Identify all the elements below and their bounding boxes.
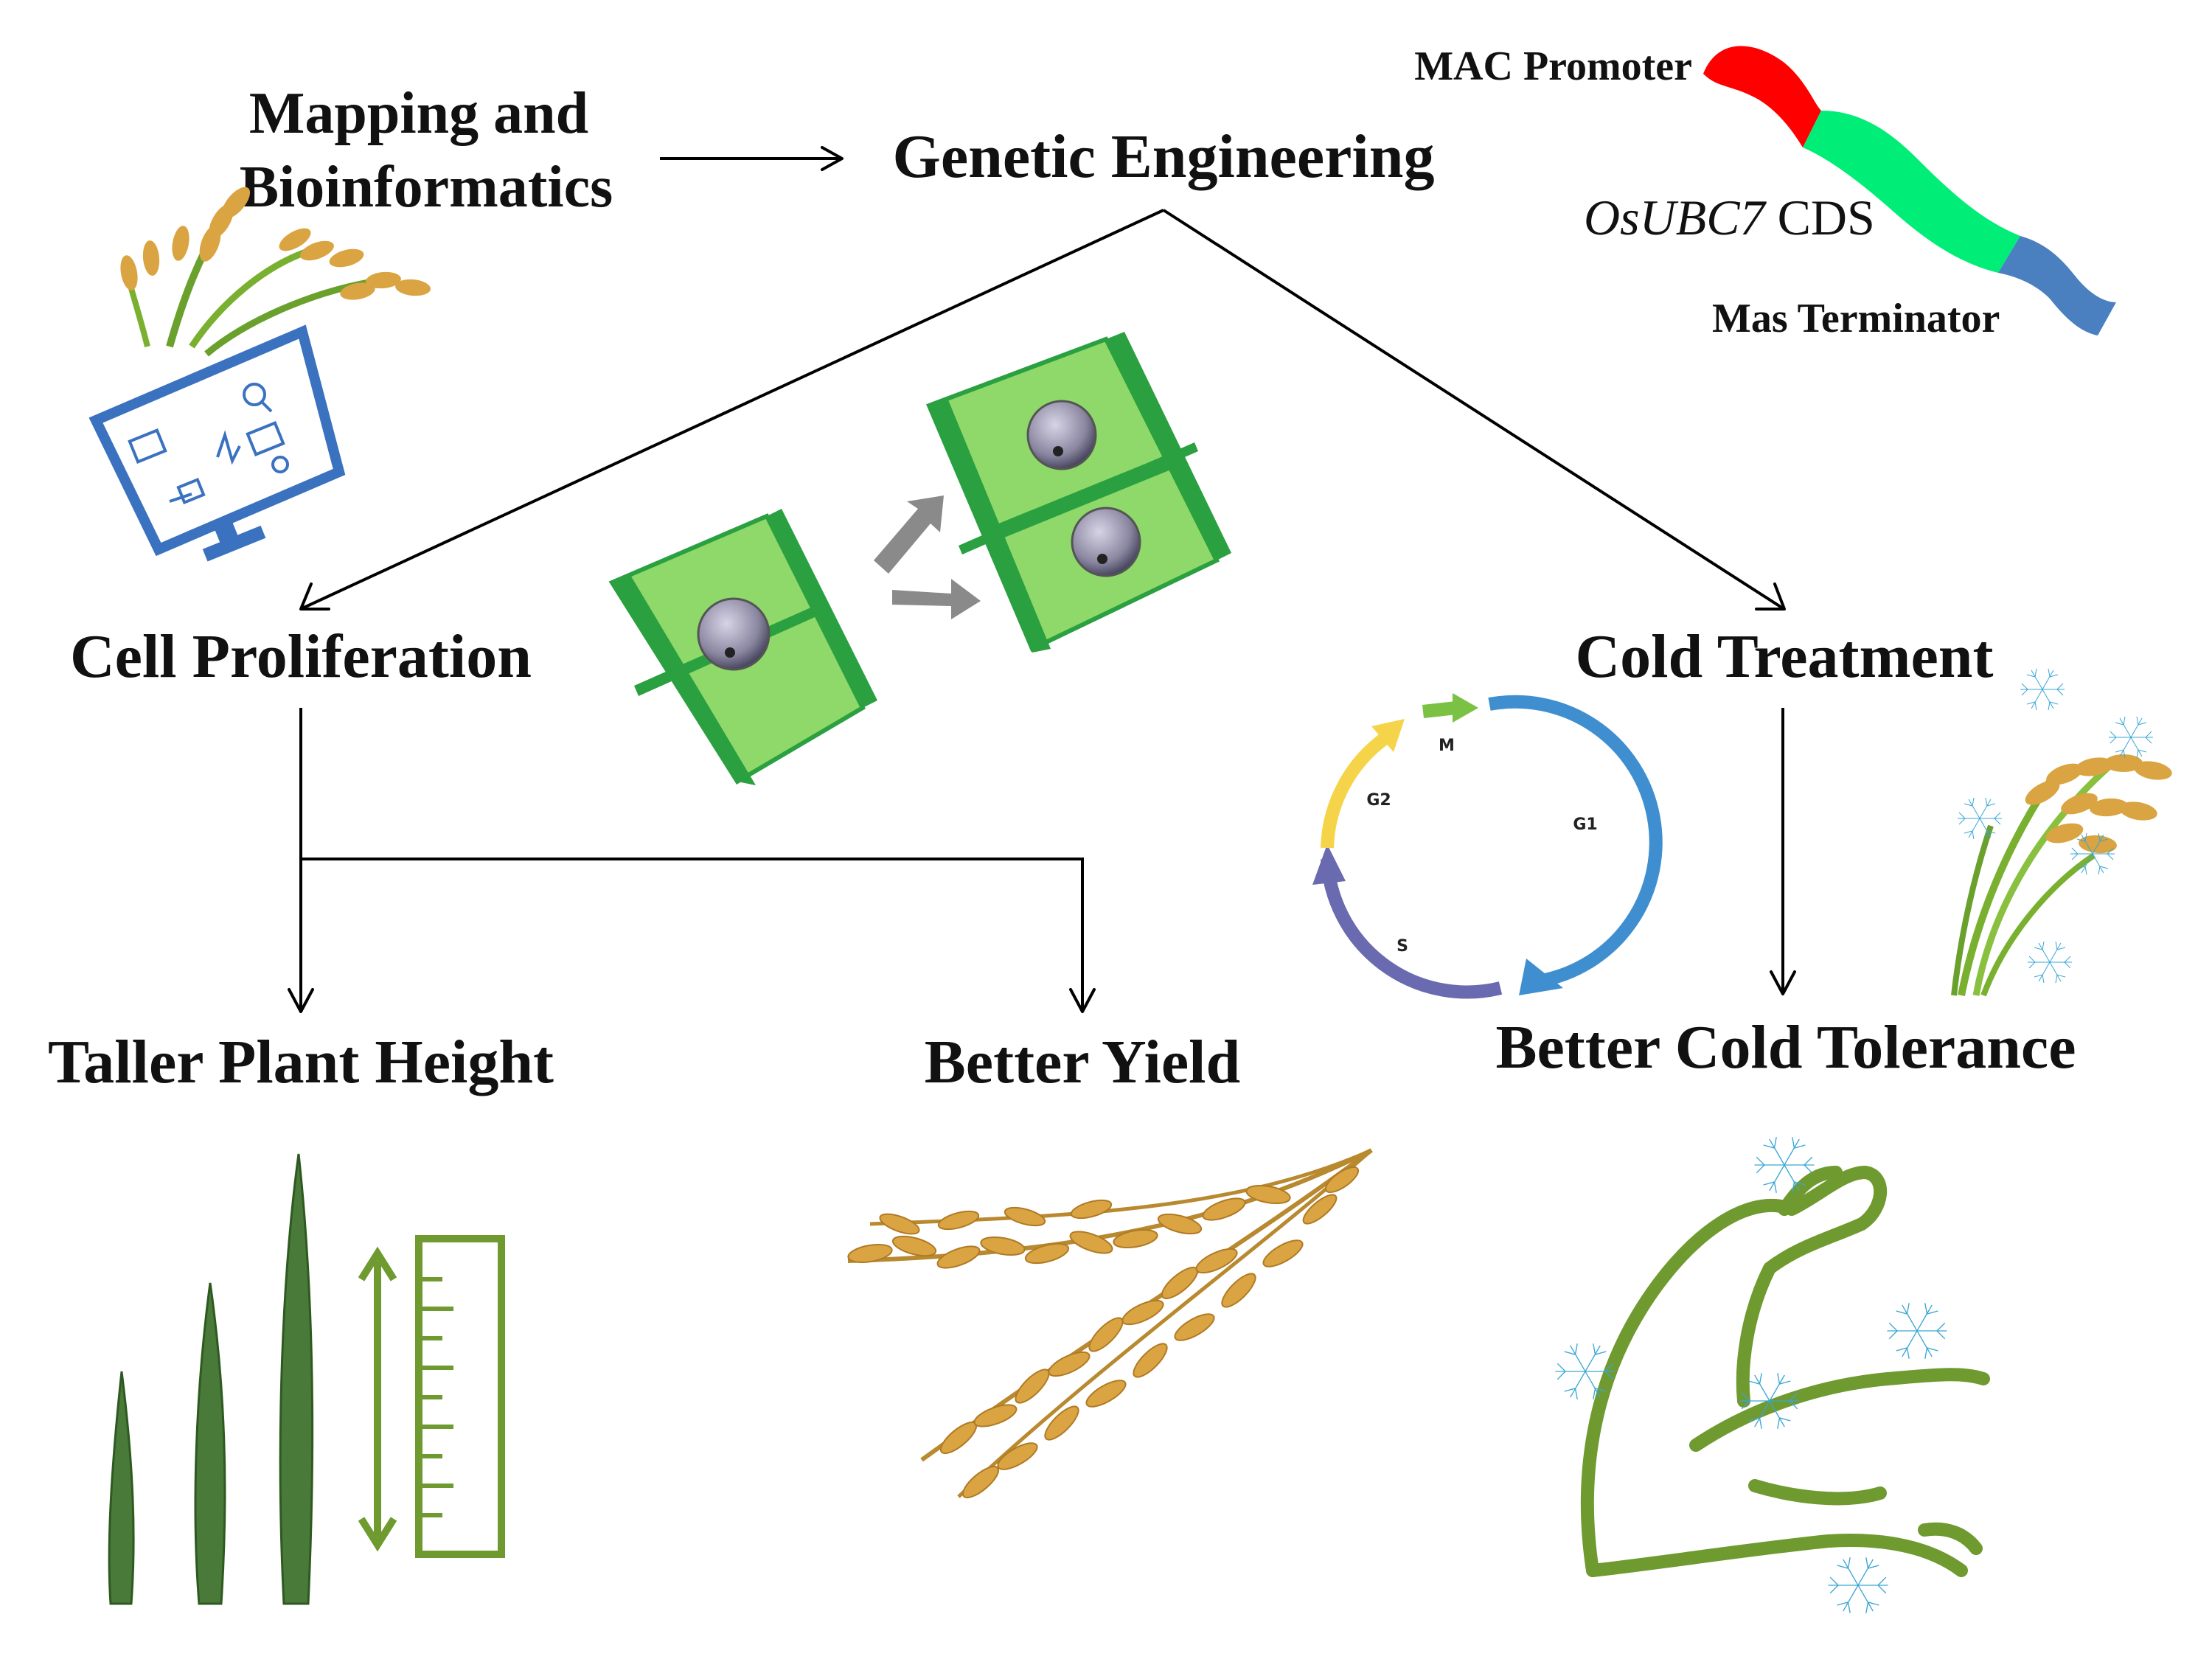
nucleus-icon bbox=[697, 597, 771, 671]
connector-engineering-to-cold bbox=[1162, 209, 1786, 611]
division-arrows-icon bbox=[874, 495, 981, 619]
snowflake-icon bbox=[1827, 1557, 1889, 1614]
connector-engineering-to-proliferation bbox=[299, 209, 1164, 611]
terminator-label: Mas Terminator bbox=[1712, 296, 2000, 341]
cell-proliferation-label: Cell Proliferation bbox=[70, 622, 532, 691]
mapping-label-line2: Bioinformatics bbox=[240, 155, 613, 220]
phase-g2-arc bbox=[1321, 731, 1391, 849]
phase-g1-arc bbox=[1488, 695, 1663, 987]
better-cold-tolerance-label: Better Cold Tolerance bbox=[1495, 1013, 2076, 1082]
promoter-label: MAC Promoter bbox=[1414, 44, 1692, 89]
cds-gene-name: OsUBC7 bbox=[1584, 189, 1767, 246]
single-cell-illustration bbox=[608, 509, 877, 785]
rice-panicle-illustration bbox=[120, 187, 431, 357]
short-leaf bbox=[108, 1371, 135, 1605]
divided-cells-illustration bbox=[926, 332, 1231, 653]
snowflake-icon bbox=[2108, 716, 2154, 759]
phase-label-s: S bbox=[1397, 937, 1408, 956]
snowflake-icon bbox=[1554, 1343, 1616, 1400]
snowflake-icon bbox=[1957, 797, 2003, 840]
taller-plant-height-label: Taller Plant Height bbox=[48, 1028, 554, 1096]
snowflake-icon bbox=[1753, 1136, 1815, 1194]
phase-label-g1: G1 bbox=[1573, 815, 1597, 834]
nucleus-icon-top bbox=[1026, 400, 1097, 470]
height-ruler-icon bbox=[358, 1235, 505, 1558]
mapping-label-line1: Mapping and bbox=[249, 81, 588, 146]
snowflake-icon bbox=[2027, 941, 2073, 984]
rice-grain-bundle-illustration bbox=[847, 1148, 1373, 1499]
nucleus-icon-bottom bbox=[1071, 507, 1141, 577]
rice-leaves-illustration bbox=[108, 1153, 314, 1605]
medium-leaf bbox=[194, 1282, 226, 1605]
cell-cycle-diagram: M G1 S G2 bbox=[1312, 693, 1663, 999]
cds-label: OsUBC7 CDS bbox=[1584, 189, 1875, 246]
connector-mapping-to-engineering bbox=[660, 146, 844, 171]
cds-suffix: CDS bbox=[1765, 189, 1875, 246]
phase-s-arc bbox=[1321, 858, 1503, 999]
phase-label-m: M bbox=[1439, 737, 1455, 755]
genetic-engineering-label: Genetic Engineering bbox=[893, 122, 1435, 191]
computer-monitor-icon bbox=[88, 324, 346, 562]
cds-segment bbox=[1803, 111, 2020, 273]
strong-arm-icon bbox=[1580, 1166, 1990, 1577]
snowflake-icon bbox=[2020, 668, 2065, 711]
promoter-segment bbox=[1703, 46, 1821, 147]
cold-rice-plant-illustration bbox=[1951, 754, 2172, 997]
better-yield-label: Better Yield bbox=[925, 1028, 1240, 1096]
phase-m-arc bbox=[1422, 701, 1457, 718]
gene-construct-ribbon bbox=[1703, 46, 2116, 335]
connector-proliferation-to-yield bbox=[301, 858, 1096, 1013]
tall-leaf bbox=[279, 1153, 314, 1605]
cold-treatment-label: Cold Treatment bbox=[1576, 622, 1994, 691]
snowflake-icon bbox=[1739, 1372, 1801, 1430]
snowflake-icon bbox=[1886, 1302, 1948, 1360]
terminator-segment bbox=[1998, 236, 2116, 335]
phase-label-g2: G2 bbox=[1366, 791, 1391, 810]
connector-cold-to-tolerance bbox=[1770, 708, 1796, 995]
